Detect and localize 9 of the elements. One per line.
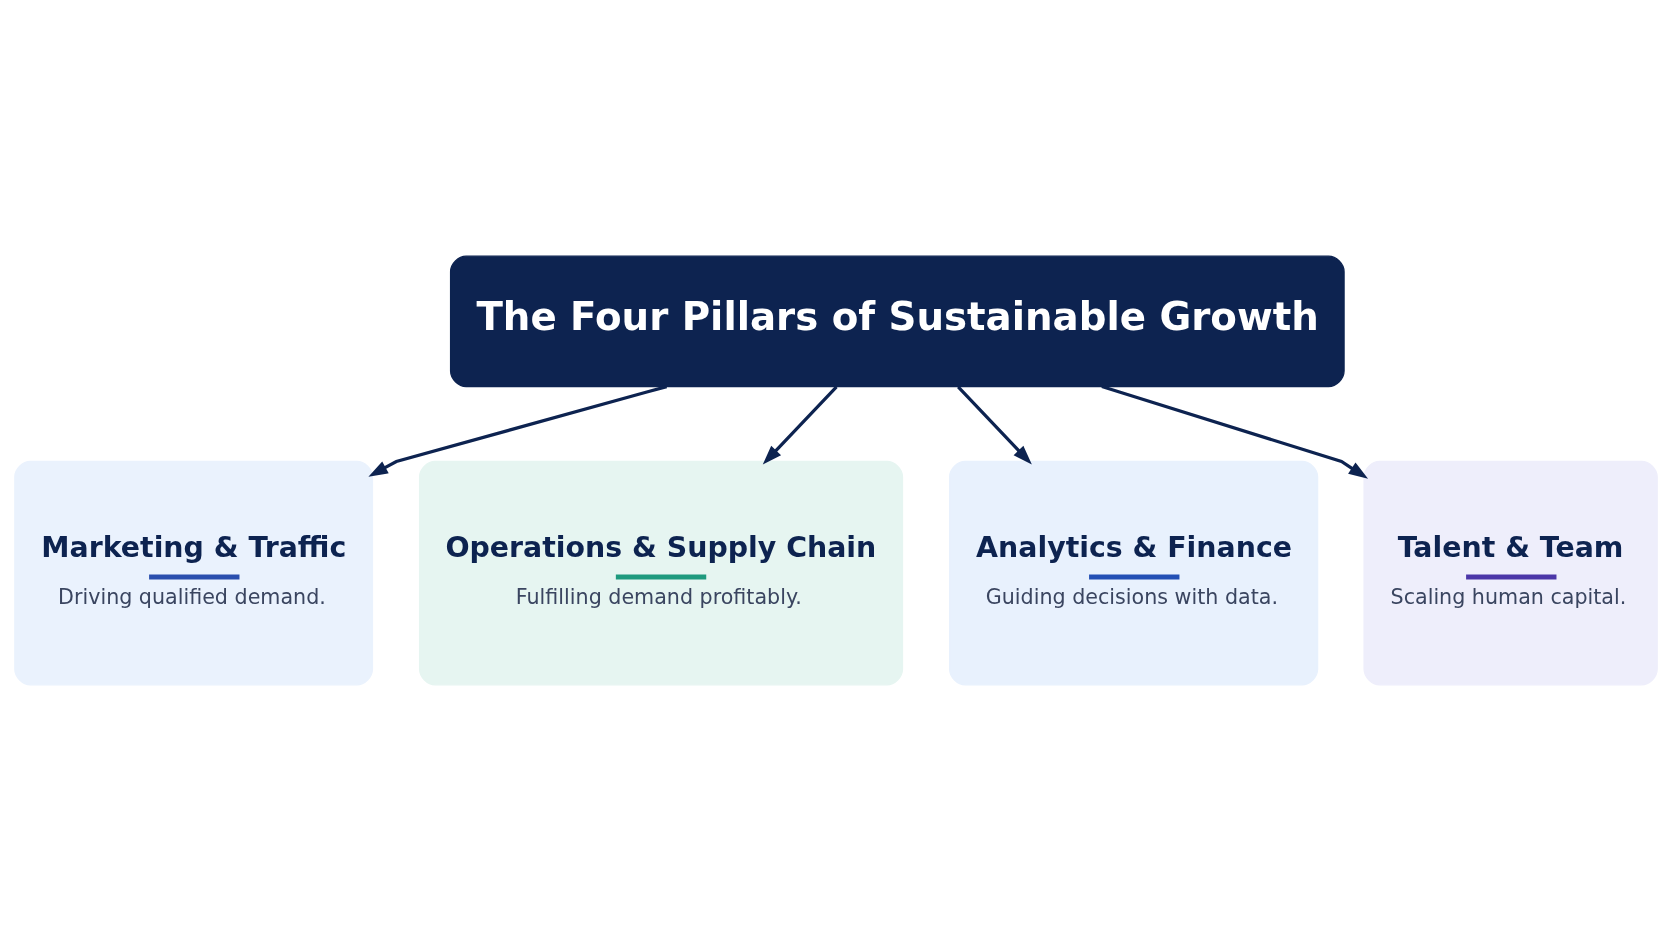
node-box: Analytics & Finance Guiding decisions with data.	[948, 460, 1319, 685]
node-box: Talent & Team Scaling human capital.	[1363, 460, 1658, 685]
node-box: Operations & Supply Chain Fulfilling demand profitably.	[418, 460, 904, 685]
node-box: The Four Pillars of Sustainable Growth	[449, 255, 1345, 387]
arrow	[957, 385, 1032, 465]
arrow	[762, 385, 838, 465]
arrow	[368, 384, 668, 477]
node-box: Marketing & Traffic Driving qualified demand.	[14, 460, 374, 685]
arrow	[1101, 384, 1369, 479]
